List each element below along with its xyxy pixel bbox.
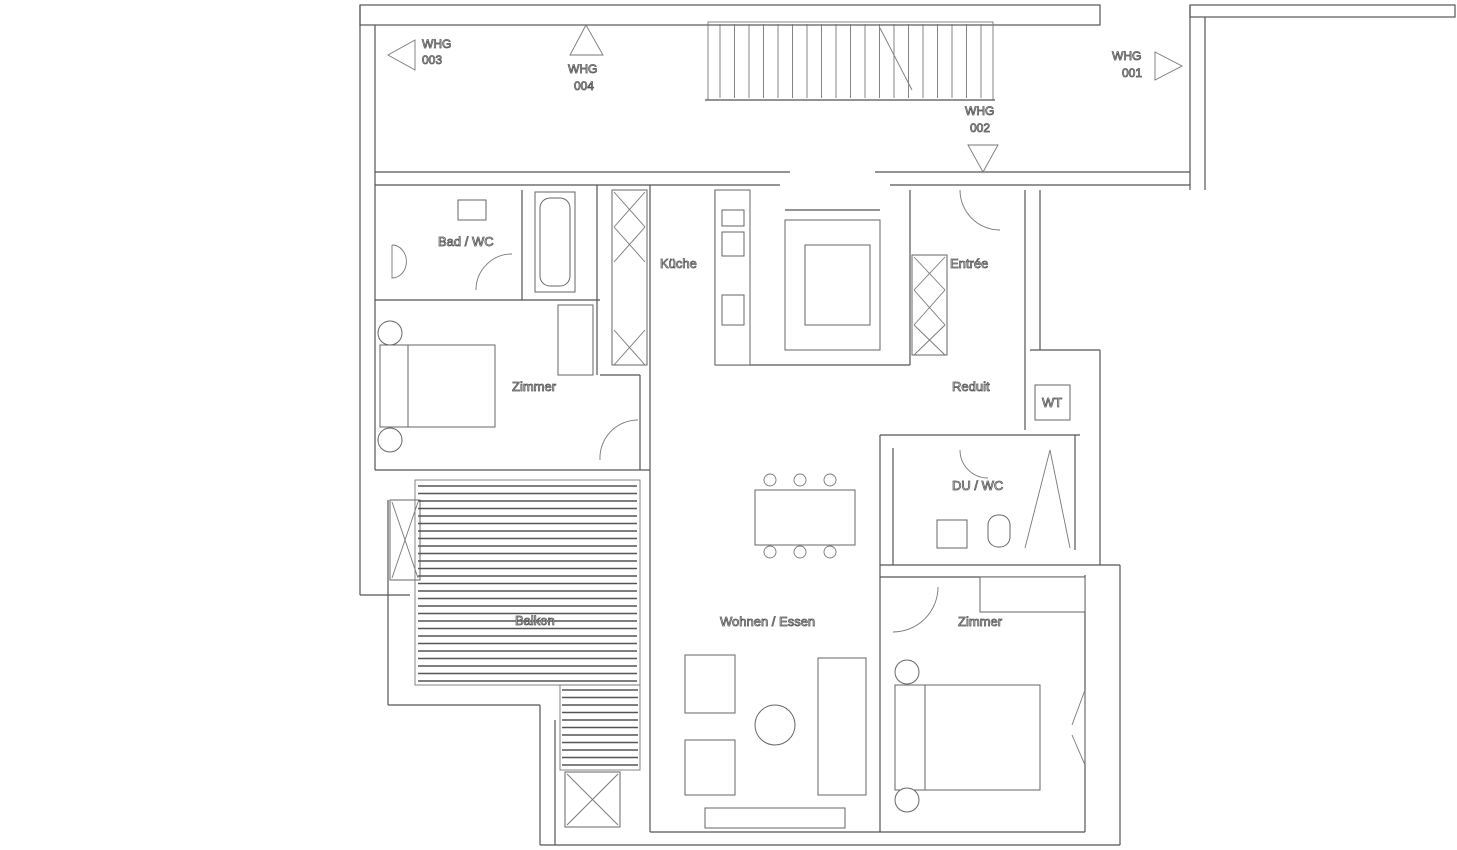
- room-label-reduit: Reduit: [952, 379, 990, 394]
- whg-003-number: 003: [422, 53, 442, 67]
- doors: [959, 189, 1086, 766]
- room-label-balkon: Balkon: [515, 613, 555, 628]
- room-label-wt: WT: [1042, 395, 1062, 410]
- room-label-kueche: Küche: [660, 256, 697, 271]
- stair-break-line: [879, 27, 913, 91]
- whg-004-number: 004: [574, 79, 594, 93]
- living-furniture: [684, 654, 867, 829]
- bedroom-2-furniture: [892, 576, 1086, 813]
- whg-002-number: 002: [970, 121, 990, 135]
- unit-marker-004: WHG 004: [568, 24, 604, 93]
- whg-001-number: 001: [1122, 66, 1142, 80]
- dining-set: [754, 473, 856, 559]
- kitchen-furniture: [714, 189, 881, 366]
- room-label-zimmer-1: Zimmer: [512, 379, 557, 394]
- whg-001-label: WHG: [1112, 49, 1141, 63]
- balcony-slats: [418, 485, 638, 766]
- interior-walls: [375, 185, 911, 832]
- staircase: [705, 21, 995, 101]
- room-label-zimmer-2: Zimmer: [958, 614, 1003, 629]
- room-label-bad-wc: Bad / WC: [438, 234, 494, 249]
- bedroom-1-furniture: [377, 304, 639, 461]
- whg-004-label: WHG: [568, 62, 597, 76]
- bathroom-fixtures: [391, 191, 1071, 549]
- unit-marker-001: WHG 001: [1112, 49, 1183, 81]
- room-label-entree: Entrée: [950, 256, 988, 271]
- room-label-wohnen-essen: Wohnen / Essen: [720, 614, 815, 629]
- unit-marker-003: WHG 003: [387, 37, 452, 71]
- unit-marker-002: WHG 002: [965, 104, 999, 173]
- balcony: [414, 479, 641, 771]
- whg-003-label: WHG: [422, 37, 451, 51]
- room-label-du-wc: DU / WC: [952, 478, 1003, 493]
- stair-steps: [719, 24, 982, 98]
- whg-002-label: WHG: [965, 104, 994, 118]
- outer-walls: [359, 4, 1456, 846]
- cabinets: [389, 189, 948, 828]
